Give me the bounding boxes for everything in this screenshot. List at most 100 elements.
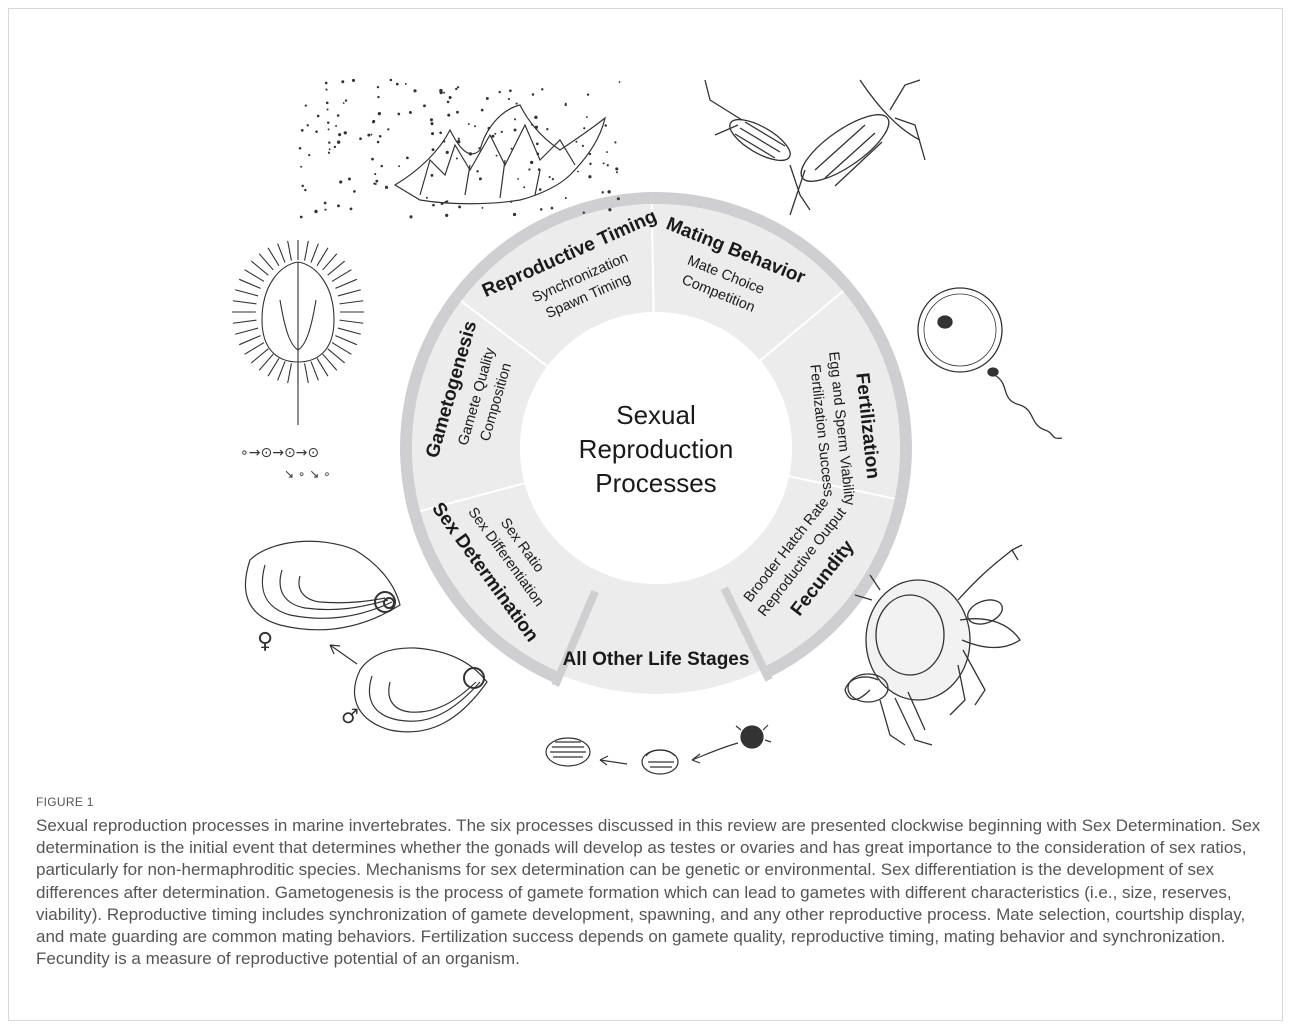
spawn-dot (589, 162, 592, 166)
spawn-dot (607, 190, 611, 194)
urchin-spine (316, 358, 329, 377)
urchin-spine (277, 243, 286, 263)
urchin-spine (235, 289, 259, 297)
urchin-spine (327, 260, 346, 276)
urchin-spine (235, 327, 259, 335)
spawn-dot (606, 164, 609, 167)
spawn-dot (404, 82, 407, 85)
urchin-spine (310, 361, 319, 381)
segment-sex-determination[interactable] (420, 483, 603, 673)
larval-stages-illustration (545, 724, 772, 775)
spawn-dot (299, 215, 303, 219)
spawn-dot (510, 147, 513, 150)
spawn-dot (431, 148, 435, 152)
egg-sperm-illustration (917, 287, 1063, 440)
copepods-mating-illustration (704, 79, 926, 216)
urchin-spine (232, 319, 257, 324)
center-title-line-3: Processes (595, 468, 716, 498)
male-symbol: ♂ (341, 704, 359, 728)
spawn-dot (395, 82, 399, 86)
spawn-dot (430, 122, 434, 126)
spawn-dot (439, 88, 443, 93)
spawn-dot (446, 100, 450, 104)
spawn-dot (397, 112, 401, 116)
spawn-dot (342, 102, 345, 104)
spawn-dot (300, 165, 303, 168)
segment-mating-behavior[interactable] (651, 204, 843, 361)
spawn-dot (575, 140, 578, 143)
spawn-dot (588, 175, 592, 179)
spawn-dot (425, 196, 428, 199)
segment-fertilization[interactable] (760, 291, 900, 499)
spawn-dot (510, 200, 513, 203)
spawn-dot (541, 88, 544, 91)
svg-text:↘ ∘ ↘ ∘: ↘ ∘ ↘ ∘ (284, 467, 331, 481)
urchin-spine (310, 243, 319, 263)
center-title-line-2: Reproduction (579, 434, 734, 464)
spawn-dot (328, 148, 331, 151)
spawn-dot (328, 141, 331, 144)
spawn-dot (389, 78, 393, 82)
spawn-dot (408, 110, 412, 114)
spawn-dot (327, 121, 330, 124)
spawn-dot (406, 156, 409, 160)
urchin-spine (267, 358, 280, 377)
spawn-dot (531, 93, 535, 96)
urchin-spine (339, 300, 364, 305)
segment-fecundity[interactable] (715, 476, 895, 668)
spawn-dot (458, 205, 462, 209)
spawn-dot (577, 170, 579, 173)
spawn-dot (384, 185, 389, 189)
segment-divider (420, 482, 525, 513)
spawn-dot (373, 182, 376, 185)
oyster-male-illustration: ♂ (341, 647, 488, 733)
urchin-spine (322, 353, 338, 371)
segment-reproductive-timing[interactable] (461, 204, 654, 367)
spawn-dot (445, 150, 449, 154)
spawn-dot (446, 200, 449, 203)
spawn-dot (304, 104, 307, 107)
spawn-dot (564, 197, 567, 200)
spawn-dot (601, 191, 604, 194)
spawn-dot (498, 90, 501, 94)
crab-illustration (844, 544, 1023, 746)
urchin-spine (250, 348, 269, 364)
segment-gametogenesis[interactable] (412, 301, 548, 512)
spawn-dot (315, 130, 318, 133)
spawn-dot (481, 206, 484, 209)
spawn-dot (468, 152, 473, 156)
segment-all-other-life-stages[interactable] (559, 570, 764, 694)
spawn-dot (494, 132, 497, 135)
spawn-dot (487, 126, 491, 130)
spawn-dot (513, 118, 517, 121)
segment-title-all-other-life-stages: All Other Life Stages (563, 649, 750, 670)
spawn-dot (536, 152, 540, 156)
spawn-dot (337, 204, 340, 208)
spawn-dot (608, 208, 612, 212)
spawn-dot (588, 152, 592, 156)
spawn-dot (614, 141, 617, 144)
spawn-dot (455, 87, 458, 91)
spawn-dot (374, 173, 377, 176)
urchin-spine (258, 353, 274, 371)
spawn-dot (581, 144, 585, 147)
figure-label: FIGURE 1 (36, 795, 94, 809)
urchin-spine (335, 335, 358, 346)
spawn-dot (507, 97, 510, 101)
spawn-dot (339, 180, 343, 184)
spawn-dot (495, 154, 498, 157)
spawn-dot (512, 212, 517, 217)
spawn-dot (529, 160, 534, 165)
urchin-spine (339, 319, 364, 324)
spawn-dot (324, 208, 327, 211)
spawn-dot (351, 78, 356, 82)
urchin-spine (327, 348, 346, 364)
urchin-spine (232, 300, 257, 305)
spawn-dot (338, 133, 342, 137)
spawn-dot (413, 89, 417, 93)
spawn-dot (323, 201, 327, 205)
spawn-dot (582, 211, 586, 214)
outer-ring-fecundity (762, 498, 907, 679)
spawn-dot (376, 140, 380, 144)
spawn-dot (298, 146, 302, 150)
